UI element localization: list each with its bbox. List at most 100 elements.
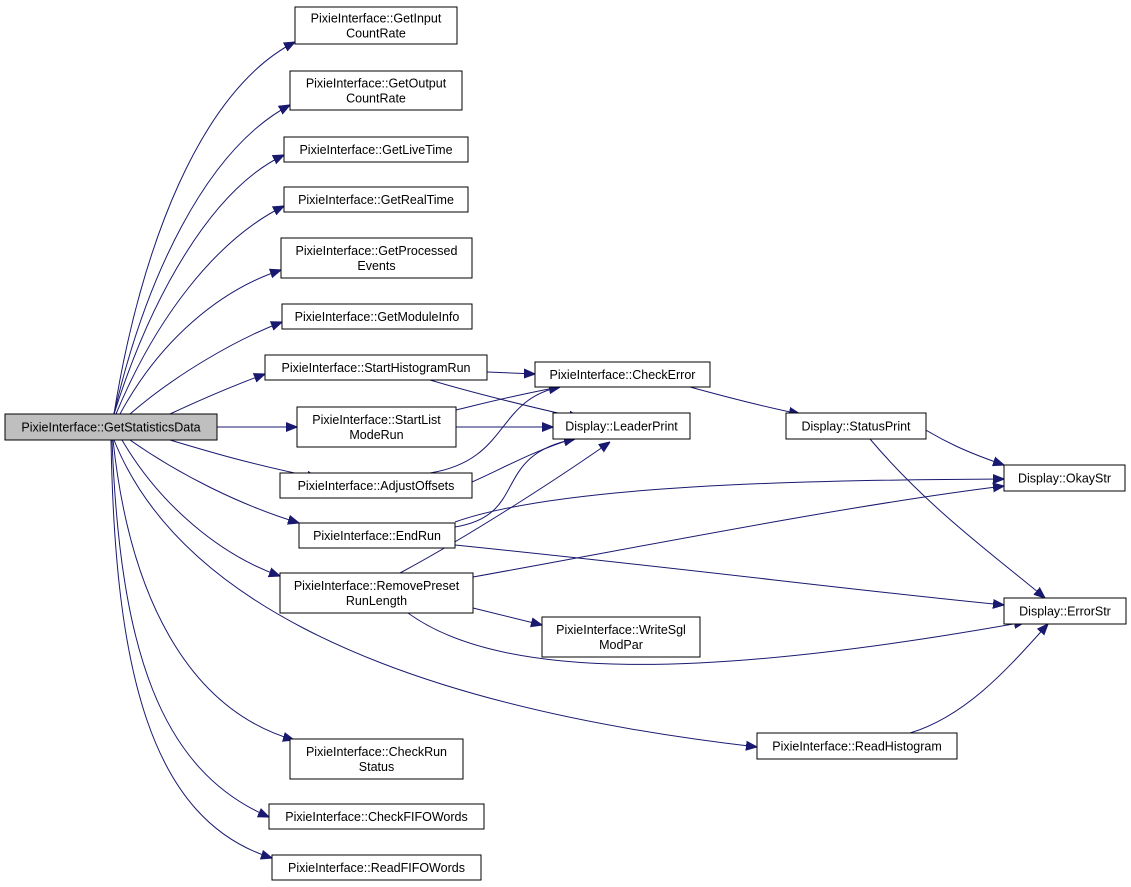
node-label: PixieInterface::GetOutput bbox=[306, 77, 447, 91]
node-box bbox=[268, 803, 485, 830]
node-label: PixieInterface::GetModuleInfo bbox=[295, 310, 460, 324]
edge-removepreset-to-okay bbox=[472, 486, 1004, 578]
node-box bbox=[1003, 597, 1127, 625]
node-box bbox=[1003, 464, 1126, 492]
node-leader[interactable]: Display::LeaderPrint bbox=[552, 412, 691, 440]
node-root[interactable]: PixieInterface::GetStatisticsData bbox=[4, 413, 218, 441]
edge-endrun-to-leader bbox=[454, 439, 575, 528]
edge-root-to-getreal bbox=[115, 206, 284, 415]
node-label: Display::OkayStr bbox=[1018, 472, 1111, 486]
node-box bbox=[296, 406, 457, 448]
node-box bbox=[280, 237, 473, 279]
node-label: PixieInterface::GetProcessed bbox=[296, 244, 458, 258]
edge-endrun-to-okay bbox=[454, 479, 1004, 523]
node-box bbox=[283, 186, 469, 213]
node-box bbox=[4, 413, 218, 441]
node-box bbox=[289, 738, 464, 780]
node-getlive[interactable]: PixieInterface::GetLiveTime bbox=[283, 136, 469, 163]
node-readfifo[interactable]: PixieInterface::ReadFIFOWords bbox=[271, 854, 482, 881]
node-label: ModPar bbox=[599, 638, 643, 652]
node-label: ModeRun bbox=[349, 428, 403, 442]
node-box bbox=[283, 136, 469, 163]
node-box bbox=[281, 303, 473, 330]
edge-root-to-getinput bbox=[113, 42, 295, 415]
edge-removepreset-to-error bbox=[407, 612, 1025, 665]
edge-root-to-adjust bbox=[169, 439, 318, 478]
node-checkfifo[interactable]: PixieInterface::CheckFIFOWords bbox=[268, 803, 485, 830]
edge-root-to-readfifo bbox=[110, 439, 272, 858]
node-box bbox=[294, 6, 458, 45]
edges bbox=[110, 42, 1048, 858]
node-box bbox=[289, 70, 463, 111]
node-okay[interactable]: Display::OkayStr bbox=[1003, 464, 1126, 492]
node-status[interactable]: Display::StatusPrint bbox=[785, 412, 927, 440]
node-box bbox=[271, 854, 482, 881]
edge-root-to-endrun bbox=[129, 439, 299, 523]
node-checkerror[interactable]: PixieInterface::CheckError bbox=[534, 361, 711, 388]
node-label: CountRate bbox=[346, 92, 406, 106]
node-label: PixieInterface::CheckFIFOWords bbox=[285, 810, 467, 824]
node-label: PixieInterface::StartList bbox=[312, 413, 441, 427]
node-label: PixieInterface::CheckError bbox=[550, 368, 696, 382]
node-label: PixieInterface::ReadFIFOWords bbox=[288, 861, 465, 875]
node-box bbox=[534, 361, 711, 388]
node-label: Events bbox=[357, 259, 395, 273]
node-label: CountRate bbox=[346, 27, 406, 41]
edge-status-to-error bbox=[869, 438, 1045, 598]
node-box bbox=[279, 472, 473, 499]
node-box bbox=[279, 572, 474, 614]
edge-root-to-removepreset bbox=[121, 439, 280, 576]
node-label: PixieInterface::ReadHistogram bbox=[772, 740, 942, 754]
node-getreal[interactable]: PixieInterface::GetRealTime bbox=[283, 186, 469, 213]
node-starthist[interactable]: PixieInterface::StartHistogramRun bbox=[264, 354, 488, 381]
node-label: PixieInterface::CheckRun bbox=[306, 745, 447, 759]
node-endrun[interactable]: PixieInterface::EndRun bbox=[298, 522, 456, 549]
node-box bbox=[756, 732, 958, 760]
edge-root-to-getlive bbox=[113, 155, 284, 415]
node-readhist[interactable]: PixieInterface::ReadHistogram bbox=[756, 732, 958, 760]
node-box bbox=[552, 412, 691, 440]
edge-root-to-getoutput bbox=[113, 105, 290, 415]
node-box bbox=[298, 522, 456, 549]
nodes: PixieInterface::GetStatisticsDataPixieIn… bbox=[4, 6, 1127, 881]
edge-starthist-to-checkerror bbox=[486, 372, 535, 374]
node-box bbox=[541, 616, 701, 658]
node-label: Display::ErrorStr bbox=[1019, 605, 1111, 619]
node-label: PixieInterface::StartHistogramRun bbox=[282, 361, 471, 375]
node-label: PixieInterface::GetInput bbox=[311, 12, 442, 26]
edge-adjust-to-checkerror bbox=[429, 387, 560, 474]
node-label: Display::StatusPrint bbox=[801, 420, 911, 434]
edge-root-to-starthist bbox=[169, 374, 265, 415]
edge-checkerror-to-status bbox=[689, 386, 800, 414]
node-label: Display::LeaderPrint bbox=[565, 420, 678, 434]
edge-root-to-getmodule bbox=[129, 322, 282, 415]
edge-removepreset-to-leader bbox=[399, 442, 610, 574]
node-label: RunLength bbox=[346, 594, 407, 608]
node-label: PixieInterface::RemovePreset bbox=[294, 579, 460, 593]
edge-root-to-checkrun bbox=[112, 439, 294, 740]
edge-root-to-readhist bbox=[113, 439, 757, 747]
edge-removepreset-to-writesgl bbox=[472, 607, 542, 625]
node-error[interactable]: Display::ErrorStr bbox=[1003, 597, 1127, 625]
node-getmodule[interactable]: PixieInterface::GetModuleInfo bbox=[281, 303, 473, 330]
node-box bbox=[785, 412, 927, 440]
node-box bbox=[264, 354, 488, 381]
node-adjust[interactable]: PixieInterface::AdjustOffsets bbox=[279, 472, 473, 499]
node-label: PixieInterface::EndRun bbox=[313, 529, 441, 543]
node-label: PixieInterface::GetLiveTime bbox=[299, 143, 452, 157]
node-label: PixieInterface::GetStatisticsData bbox=[21, 421, 200, 435]
node-label: PixieInterface::WriteSgl bbox=[556, 623, 686, 637]
node-label: Status bbox=[359, 760, 394, 774]
edge-endrun-to-error bbox=[454, 544, 1004, 605]
node-label: PixieInterface::AdjustOffsets bbox=[298, 479, 455, 493]
edge-root-to-getprocessed bbox=[119, 270, 281, 415]
edge-root-to-checkfifo bbox=[111, 439, 269, 817]
